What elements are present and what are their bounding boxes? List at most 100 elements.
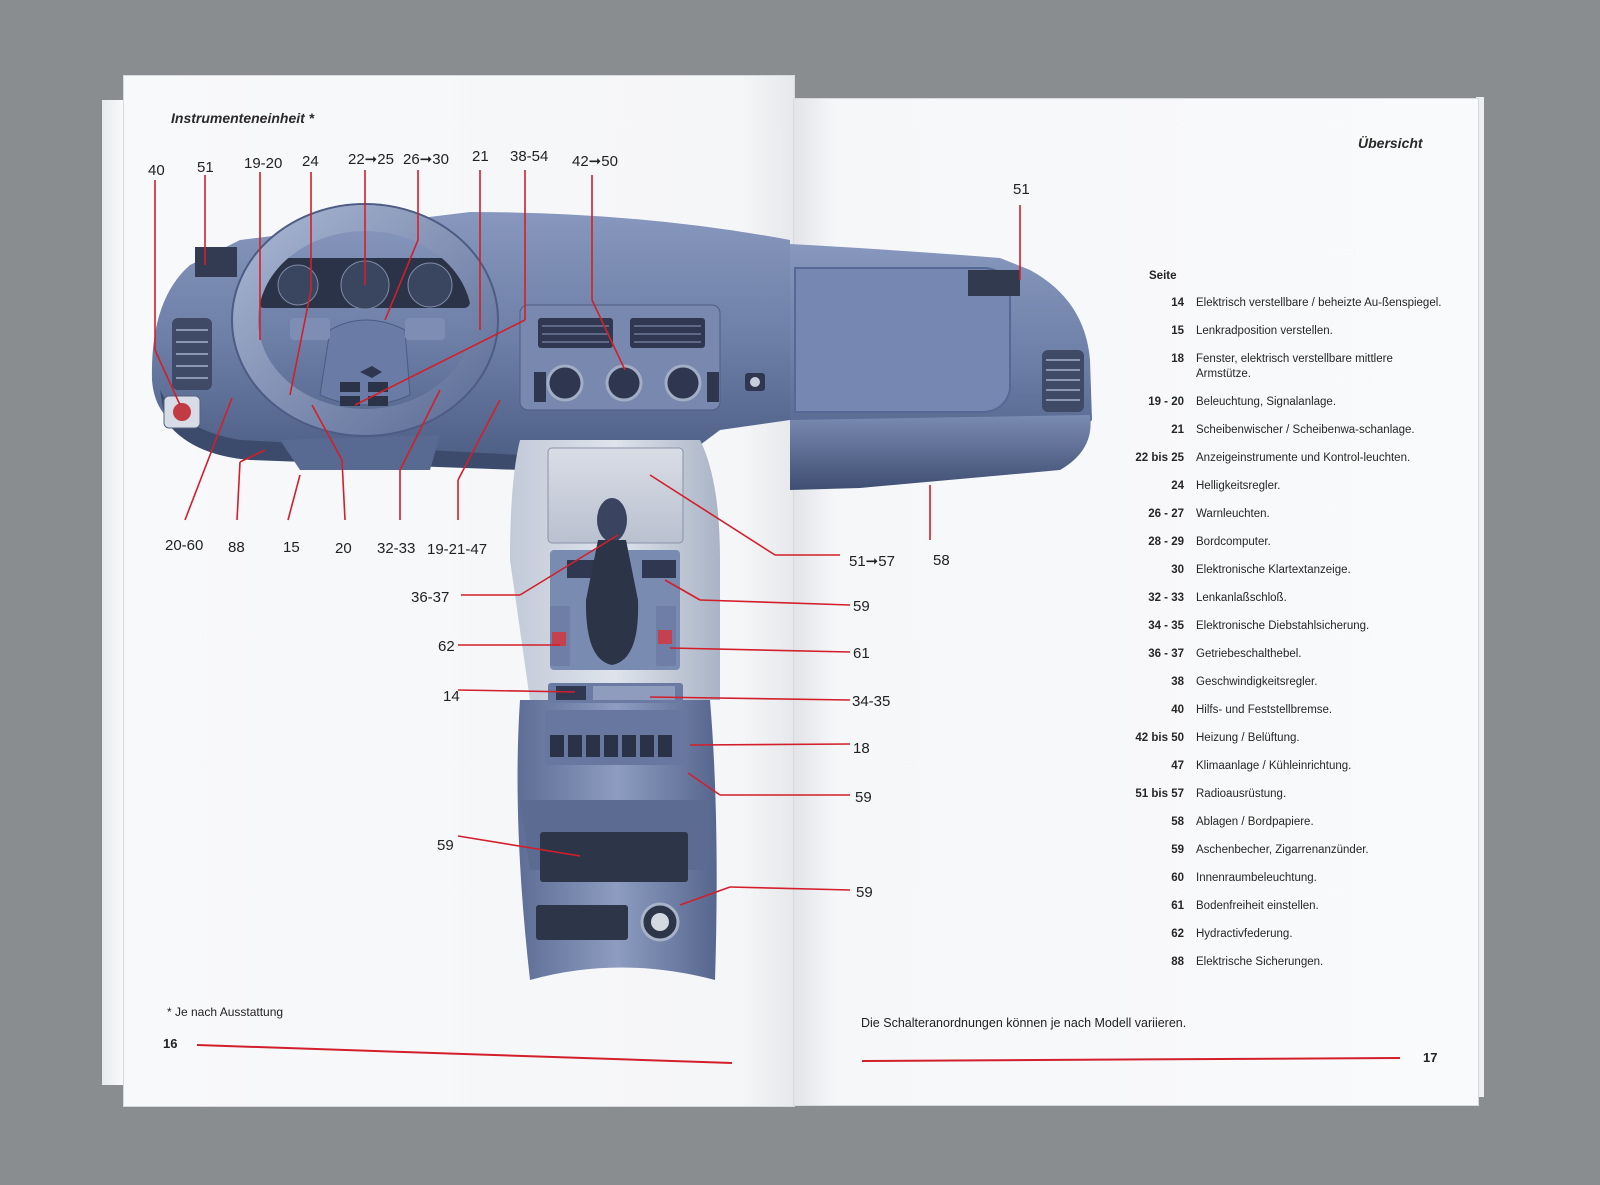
callout-label: 19-21-47	[427, 541, 488, 558]
legend-text: Elektronische Klartextanzeige.	[1196, 564, 1351, 576]
right-footnote: Die Schalteranordnungen können je nach M…	[861, 1016, 1187, 1030]
legend-row: 19 - 20 Beleuchtung, Signalanlage.	[1108, 395, 1448, 410]
callout-label: 21	[472, 148, 489, 165]
legend-text: Elektrisch verstellbare / beheizte Au-ße…	[1196, 297, 1442, 309]
legend-page-number: 61	[1171, 900, 1184, 912]
callout-label: 26➞30	[403, 151, 449, 168]
callout-label: 62	[438, 638, 455, 655]
callout-label: 59	[856, 884, 873, 901]
callout-label: 18	[853, 740, 870, 757]
legend-page-number: 32 - 33	[1148, 592, 1184, 604]
legend-page-number: 59	[1171, 844, 1184, 856]
callout-label: 14	[443, 688, 460, 705]
callout-label: 38-54	[510, 148, 549, 165]
legend-text: Warnleuchten.	[1196, 508, 1270, 520]
legend-page-number: 21	[1171, 424, 1184, 436]
callout-label: 59	[853, 598, 870, 615]
left-page-rule	[196, 1044, 733, 1064]
callout-label: 51	[197, 159, 214, 176]
callout-label: 51➞57	[849, 553, 895, 570]
legend-row: 15 Lenkradposition verstellen.	[1108, 324, 1448, 339]
legend-page-number: 62	[1171, 928, 1184, 940]
legend-page-number: 19 - 20	[1148, 396, 1184, 408]
legend-text: Beleuchtung, Signalanlage.	[1196, 396, 1337, 408]
left-footnote: * Je nach Ausstattung	[167, 1005, 284, 1019]
legend-text: Scheibenwischer / Scheibenwa-schanlage.	[1196, 424, 1415, 436]
legend-page-number: 34 - 35	[1148, 620, 1184, 632]
legend-page-number: 60	[1171, 872, 1184, 884]
legend-row: 26 - 27 Warnleuchten.	[1108, 507, 1448, 522]
right-page-rule	[861, 1057, 1401, 1062]
legend-page-number: 26 - 27	[1148, 508, 1184, 520]
legend-page-number: 22 bis 25	[1135, 452, 1184, 464]
legend-page-number: 28 - 29	[1148, 536, 1184, 548]
legend-row: 21 Scheibenwischer / Scheibenwa-schanlage…	[1108, 423, 1448, 438]
legend-row: 59 Aschenbecher, Zigarrenanzünder.	[1108, 843, 1448, 858]
callout-label: 88	[228, 539, 245, 556]
legend-row: 36 - 37 Getriebeschalthebel.	[1108, 647, 1448, 662]
callout-leader-lines	[154, 170, 1021, 906]
legend-text: Hilfs- und Feststellbremse.	[1196, 704, 1333, 716]
legend-text: Lenkradposition verstellen.	[1196, 325, 1333, 337]
legend-text: Bordcomputer.	[1196, 536, 1271, 548]
callout-label: 59	[437, 837, 454, 854]
callout-label: 22➞25	[348, 151, 394, 168]
speaker-grille-right	[968, 270, 1020, 296]
legend-text: Aschenbecher, Zigarrenanzünder.	[1196, 844, 1369, 856]
left-page-number: 16	[163, 1036, 178, 1051]
right-page-title: Übersicht	[1358, 135, 1423, 151]
callout-label: 15	[283, 539, 300, 556]
legend-row: 88 Elektrische Sicherungen.	[1108, 955, 1448, 970]
legend-text: Bodenfreiheit einstellen.	[1196, 900, 1319, 912]
legend-text: Hydractivfederung.	[1196, 928, 1293, 940]
legend-page-number: 36 - 37	[1148, 648, 1184, 660]
legend-text: Anzeigeinstrumente und Kontrol-leuchten.	[1196, 452, 1411, 464]
legend-text: Heizung / Belüftung.	[1196, 732, 1300, 744]
legend-text: Innenraumbeleuchtung.	[1196, 872, 1317, 884]
legend-text: Elektronische Diebstahlsicherung.	[1196, 620, 1370, 632]
page-stack-edge	[102, 100, 126, 1085]
callout-label: 34-35	[852, 693, 891, 710]
legend-page-number: 15	[1171, 325, 1184, 337]
legend-page-number: 47	[1171, 760, 1184, 772]
legend-row: 62 Hydractivfederung.	[1108, 927, 1448, 942]
legend-row: 32 - 33 Lenkanlaßschloß.	[1108, 591, 1448, 606]
callout-label: 59	[855, 789, 872, 806]
callout-label: 20-60	[165, 537, 204, 554]
callout-label: 40	[148, 162, 165, 179]
legend-row: 60 Innenraumbeleuchtung.	[1108, 871, 1448, 886]
legend-row: 61 Bodenfreiheit einstellen.	[1108, 899, 1448, 914]
legend-text: Helligkeitsregler.	[1196, 480, 1281, 492]
legend-header: Seite	[1149, 270, 1177, 282]
page-stack-edge-right	[1476, 97, 1484, 1097]
legend-text: Elektrische Sicherungen.	[1196, 956, 1324, 968]
legend-page-number: 51 bis 57	[1135, 788, 1184, 800]
legend-row: 22 bis 25 Anzeigeinstrumente und Kontrol-…	[1108, 451, 1448, 466]
legend-row: 24 Helligkeitsregler.	[1108, 479, 1448, 494]
legend-page-number: 30	[1171, 564, 1184, 576]
legend-page-number: 18	[1171, 353, 1184, 365]
legend-page-number: 24	[1171, 480, 1184, 492]
legend-row: 28 - 29 Bordcomputer.	[1108, 535, 1448, 550]
legend-page-number: 58	[1171, 816, 1184, 828]
legend-text: Geschwindigkeitsregler.	[1196, 676, 1318, 688]
legend-text: Getriebeschalthebel.	[1196, 648, 1302, 660]
callout-label: 61	[853, 645, 870, 662]
callout-label: 20	[335, 540, 352, 557]
callout-label: 58	[933, 552, 950, 569]
left-page-title: Instrumenteneinheit *	[171, 110, 315, 126]
callout-label: 42➞50	[572, 153, 618, 170]
legend-text: Lenkanlaßschloß.	[1196, 592, 1287, 604]
legend-page-number: 88	[1171, 956, 1184, 968]
callout-label: 36-37	[411, 589, 450, 606]
legend-row: 34 - 35 Elektronische Diebstahlsicherung.	[1108, 619, 1448, 634]
speaker-grille-left	[195, 247, 237, 277]
